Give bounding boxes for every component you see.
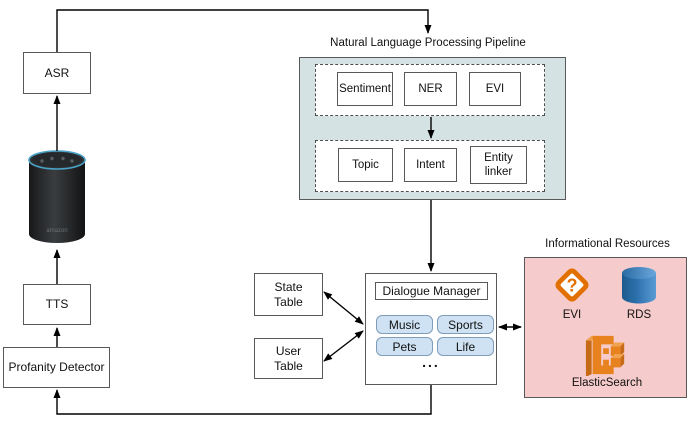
tts-label: TTS	[45, 297, 69, 311]
echo-brand-text: amazon	[46, 228, 67, 234]
arrow-user-table-dialogue-manager	[323, 330, 364, 362]
es-side-face	[585, 335, 592, 376]
tts-box: TTS	[23, 284, 91, 325]
topic-chip-music: Music	[376, 315, 433, 334]
intent-label: Intent	[416, 158, 445, 171]
life-label: Life	[455, 339, 476, 354]
rds-cylinder-body	[622, 273, 656, 304]
nlp-pipeline-title: Natural Language Processing Pipeline	[330, 37, 526, 49]
evi-question-diamond-icon: ?	[555, 268, 589, 302]
echo-mic-dot	[70, 159, 74, 163]
nlp-box-sentiment: Sentiment	[337, 72, 393, 106]
topic-chip-sports: Sports	[437, 315, 494, 334]
amazon-echo-image: amazon	[28, 150, 86, 243]
evi-question-glyph: ?	[566, 276, 577, 296]
evi-stage-label: EVI	[485, 82, 505, 95]
elasticsearch-resource-label: ElasticSearch	[571, 377, 643, 389]
echo-mic-dot	[50, 156, 54, 161]
evi-resource-label: EVI	[562, 309, 582, 321]
es-cube-bottom	[610, 357, 621, 368]
es-cube-top-face	[610, 342, 625, 347]
echo-mic-dot	[61, 156, 65, 161]
nlp-box-intent: Intent	[404, 148, 457, 182]
topic-label: Topic	[352, 158, 379, 171]
sentiment-label: Sentiment	[339, 82, 391, 95]
nlp-box-entity-linker: Entity linker	[470, 146, 527, 184]
asr-label: ASR	[44, 65, 70, 80]
nlp-box-topic: Topic	[338, 148, 393, 182]
es-cube-bottom-face	[610, 354, 625, 358]
entity-linker-label: Entity linker	[484, 151, 513, 178]
sports-label: Sports	[448, 317, 483, 332]
rds-cylinder-top	[622, 267, 656, 279]
echo-body	[29, 160, 85, 243]
state-table-box: State Table	[254, 273, 323, 316]
music-label: Music	[388, 317, 421, 332]
arrow-dialogue-manager-to-profanity	[53, 385, 432, 415]
echo-top-surface	[32, 152, 82, 168]
topic-chip-life: Life	[437, 337, 494, 356]
es-cube-top-side	[620, 342, 625, 356]
informational-resources-box	[524, 257, 687, 398]
es-bar-bottom	[603, 359, 609, 366]
dialogue-manager-title-box: Dialogue Manager	[375, 282, 488, 300]
topic-chip-pets: Pets	[376, 337, 433, 356]
es-cube-bottom-side	[620, 354, 625, 368]
es-bar-top	[603, 348, 609, 354]
more-topics-ellipsis: ...	[422, 354, 440, 370]
echo-mic-dot	[40, 159, 44, 163]
rds-database-icon	[622, 267, 656, 304]
informational-resources-title: Informational Resources	[545, 238, 670, 250]
dialogue-manager-label: Dialogue Manager	[382, 283, 481, 298]
nlp-box-ner: NER	[404, 72, 457, 106]
pets-label: Pets	[392, 339, 417, 354]
profanity-detector-box: Profanity Detector	[3, 347, 110, 388]
user-table-label: User Table	[274, 343, 303, 373]
es-bracket	[592, 335, 614, 375]
arrow-state-table-dialogue-manager	[323, 291, 364, 325]
user-table-box: User Table	[254, 338, 323, 379]
elasticsearch-icon	[585, 335, 625, 376]
state-table-label: State Table	[274, 279, 303, 309]
nlp-box-evi: EVI	[469, 72, 521, 106]
asr-box: ASR	[23, 52, 91, 94]
ner-label: NER	[418, 82, 443, 95]
es-cube-top	[610, 346, 621, 356]
profanity-detector-label: Profanity Detector	[8, 360, 105, 374]
rds-resource-label: RDS	[626, 309, 652, 321]
